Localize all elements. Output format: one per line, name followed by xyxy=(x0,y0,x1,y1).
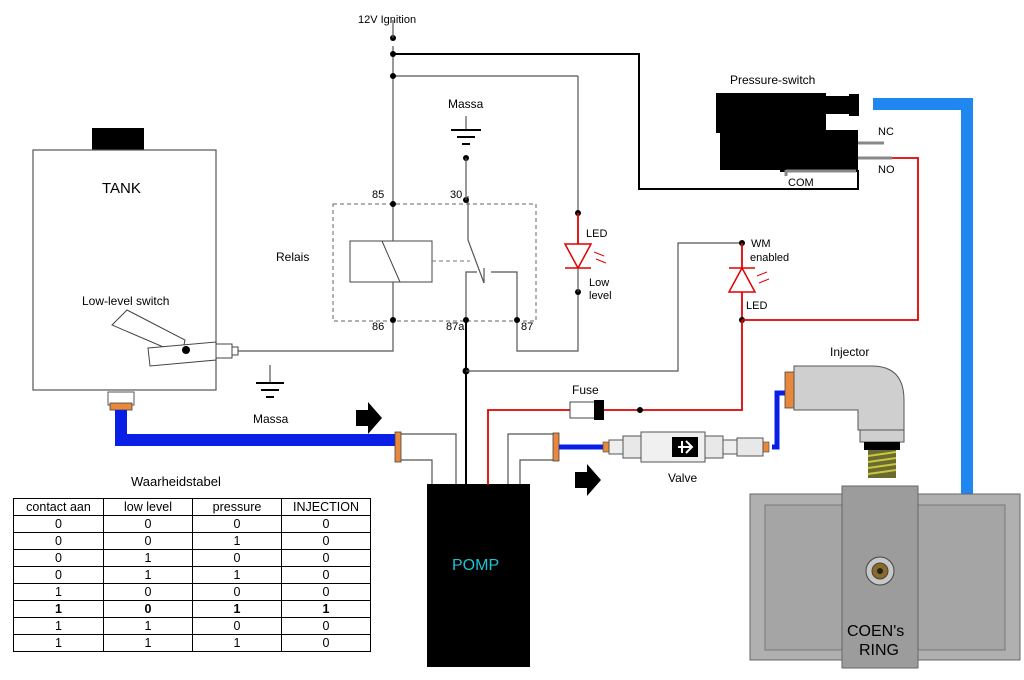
pin-86-label: 86 xyxy=(372,321,384,333)
table-cell: 1 xyxy=(192,600,282,618)
valve-label: Valve xyxy=(668,471,697,485)
led-wm-icon xyxy=(727,240,770,323)
wm-enabled-label: WM xyxy=(751,238,771,250)
flow-arrow-icon xyxy=(356,402,382,434)
low-level-switch-label: Low-level switch xyxy=(82,294,169,308)
table-cell: 1 xyxy=(192,634,282,652)
fuse-label: Fuse xyxy=(572,383,599,397)
coens-ring xyxy=(749,485,1021,669)
relay-switch-icon xyxy=(465,196,518,318)
pressure-switch xyxy=(716,93,892,176)
table-cell: 1 xyxy=(13,600,104,618)
relay-coil-icon xyxy=(349,204,470,318)
table-cell: 1 xyxy=(281,600,371,618)
suction-hose xyxy=(115,410,457,485)
pin-30-label: 30 xyxy=(450,189,462,201)
relay-label: Relais xyxy=(276,250,309,264)
ground-icon xyxy=(451,116,481,145)
table-cell: 0 xyxy=(13,532,104,550)
injector-label: Injector xyxy=(830,345,869,359)
led-low-level-icon xyxy=(563,213,607,292)
table-cell: 0 xyxy=(13,566,104,584)
float-switch-icon xyxy=(111,309,239,367)
relay-box xyxy=(332,203,537,322)
column-header: pressure xyxy=(192,498,282,516)
no-label: NO xyxy=(878,164,895,176)
column-header: INJECTION xyxy=(281,498,371,516)
table-cell: 1 xyxy=(13,617,104,635)
led-wm-label: LED xyxy=(746,300,767,312)
table-cell: 1 xyxy=(13,634,104,652)
column-header: contact aan xyxy=(13,498,104,516)
injector xyxy=(784,365,905,478)
table-cell: 0 xyxy=(281,532,371,550)
table-cell: 0 xyxy=(103,532,193,550)
table-cell: 0 xyxy=(281,566,371,584)
pressure-switch-label: Pressure-switch xyxy=(730,73,815,87)
valve xyxy=(608,431,764,463)
table-cell: 0 xyxy=(103,583,193,601)
table-cell: 0 xyxy=(13,549,104,567)
table-cell: 1 xyxy=(192,532,282,550)
massa-bottom-label: Massa xyxy=(253,412,289,426)
tank-cap xyxy=(92,128,144,152)
table-cell: 1 xyxy=(103,549,193,567)
truth-table-title: Waarheidstabel xyxy=(131,474,221,489)
pump-label: POMP xyxy=(452,557,499,574)
pump xyxy=(427,484,530,667)
led-low-label: Low xyxy=(589,277,609,289)
fuse-icon xyxy=(569,400,604,420)
table-cell: 0 xyxy=(192,583,282,601)
table-cell: 0 xyxy=(281,549,371,567)
table-cell: 0 xyxy=(192,515,282,533)
table-cell: 0 xyxy=(281,617,371,635)
com-label: COM xyxy=(788,177,814,189)
nc-label: NC xyxy=(878,126,894,138)
pressure-hose xyxy=(507,390,786,485)
ground-icon xyxy=(256,365,284,398)
table-cell: 1 xyxy=(192,566,282,584)
wm-enabled-label: enabled xyxy=(750,252,789,264)
led-low-label: level xyxy=(589,290,612,302)
table-cell: 0 xyxy=(103,515,193,533)
table-cell: 1 xyxy=(103,634,193,652)
truth-table-header: contact aan low level pressure INJECTION xyxy=(13,498,371,516)
led-low-label: LED xyxy=(586,228,607,240)
table-cell: 1 xyxy=(103,566,193,584)
flow-arrow-icon xyxy=(575,464,601,496)
ring-label: COEN's xyxy=(847,623,904,640)
truth-table: contact aan low level pressure INJECTION… xyxy=(13,498,371,652)
ignition-label: 12V Ignition xyxy=(358,14,416,26)
table-cell: 0 xyxy=(281,634,371,652)
table-cell: 0 xyxy=(281,515,371,533)
table-cell: 0 xyxy=(103,600,193,618)
table-cell: 1 xyxy=(13,583,104,601)
ring-label: RING xyxy=(859,642,899,659)
table-cell: 0 xyxy=(281,583,371,601)
column-header: low level xyxy=(103,498,193,516)
table-cell: 0 xyxy=(13,515,104,533)
tank: TANK Low-level switch xyxy=(32,128,239,411)
table-cell: 0 xyxy=(192,617,282,635)
table-cell: 1 xyxy=(103,617,193,635)
tank-label: TANK xyxy=(102,180,141,197)
pin-87a-label: 87a xyxy=(446,321,465,333)
massa-top-label: Massa xyxy=(448,97,484,111)
pin-85-label: 85 xyxy=(372,189,384,201)
table-cell: 0 xyxy=(192,549,282,567)
pin-87-label: 87 xyxy=(521,321,533,333)
